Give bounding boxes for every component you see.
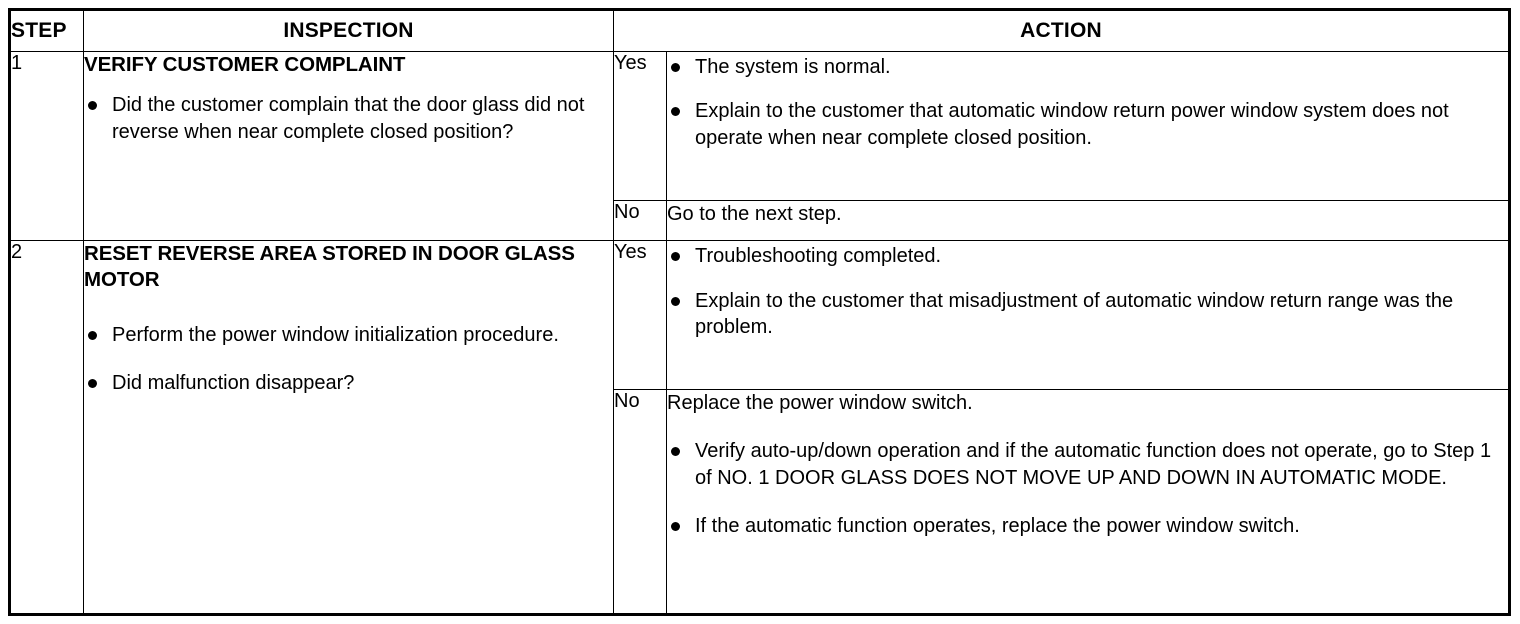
inspection-cell: VERIFY CUSTOMER COMPLAINT Did the custom…: [83, 50, 614, 242]
action-lead-text: Go to the next step.: [667, 202, 842, 225]
action-lead-text: Replace the power window switch.: [667, 392, 973, 415]
inspection-bullet-list: Perform the power window initialization …: [84, 322, 613, 397]
list-item: Did the customer complain that the door …: [84, 92, 613, 145]
inspection-cell: RESET REVERSE AREA STORED IN DOOR GLASS …: [83, 240, 614, 615]
table-row: 1 VERIFY CUSTOMER COMPLAINT Did the cust…: [9, 50, 1511, 242]
table-row: No Go to the next step.: [10, 199, 1511, 242]
troubleshooting-table-sheet: STEP INSPECTION ACTION 1 VERIFY CUSTOMER…: [8, 8, 1512, 616]
branch-answer-yes: Yes: [613, 240, 667, 391]
branch-answer-no: No: [613, 199, 667, 242]
step-number: 2: [9, 240, 84, 615]
table-row: 2 RESET REVERSE AREA STORED IN DOOR GLAS…: [9, 240, 1511, 615]
action-bullet-list: Verify auto-up/down operation and if the…: [667, 438, 1508, 539]
action-cell: The system is normal. Explain to the cus…: [665, 51, 1511, 201]
list-item: Perform the power window initialization …: [84, 322, 613, 348]
table-header-row: STEP INSPECTION ACTION: [9, 9, 1511, 52]
column-header-action: ACTION: [612, 9, 1511, 52]
list-item: Explain to the customer that automatic w…: [667, 98, 1508, 151]
action-bullet-list: Troubleshooting completed. Explain to th…: [667, 243, 1508, 340]
action-cell: Troubleshooting completed. Explain to th…: [665, 240, 1511, 391]
list-item: Troubleshooting completed.: [667, 243, 1508, 269]
branch-answer-no: No: [613, 389, 667, 615]
inspection-title: VERIFY CUSTOMER COMPLAINT: [84, 53, 406, 76]
inspection-title: RESET REVERSE AREA STORED IN DOOR GLASS …: [84, 242, 575, 292]
column-header-step: STEP: [9, 9, 84, 52]
troubleshooting-table: STEP INSPECTION ACTION 1 VERIFY CUSTOMER…: [8, 8, 1512, 616]
column-header-inspection: INSPECTION: [83, 9, 614, 52]
step-number: 1: [9, 50, 84, 242]
action-cell: Go to the next step.: [665, 199, 1511, 242]
list-item: Verify auto-up/down operation and if the…: [667, 438, 1508, 491]
inspection-bullet-list: Did the customer complain that the door …: [84, 92, 613, 145]
table-row: No Replace the power window switch. Veri…: [10, 389, 1511, 615]
list-item: Did malfunction disappear?: [84, 370, 613, 396]
list-item: The system is normal.: [667, 54, 1508, 80]
list-item: If the automatic function operates, repl…: [667, 513, 1508, 539]
action-bullet-list: The system is normal. Explain to the cus…: [667, 54, 1508, 151]
list-item: Explain to the customer that misadjustme…: [667, 288, 1508, 341]
action-cell: Replace the power window switch. Verify …: [665, 389, 1511, 615]
branch-answer-yes: Yes: [613, 51, 667, 201]
